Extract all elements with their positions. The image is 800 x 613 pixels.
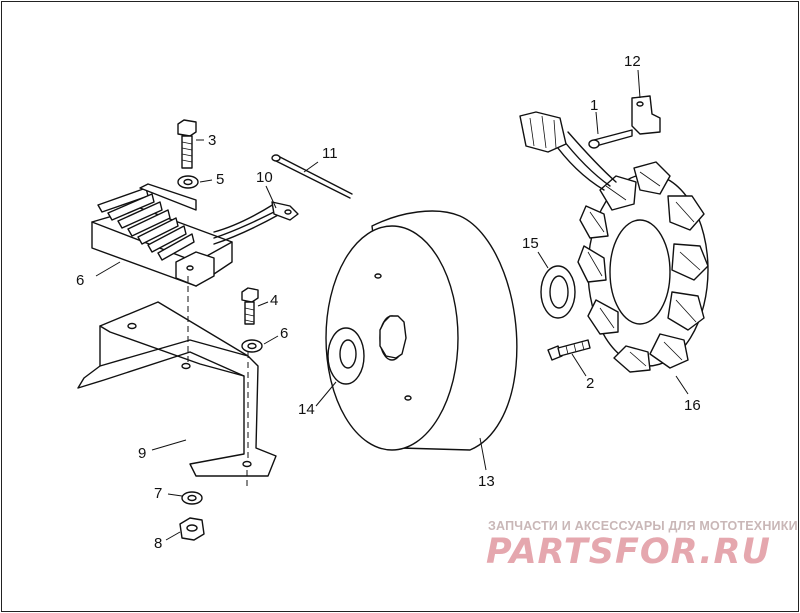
- voltage-regulator: [91, 183, 281, 287]
- label-part-7: 7: [154, 485, 162, 502]
- label-part-1: 1: [590, 97, 598, 114]
- label-part-10: 10: [256, 169, 273, 186]
- label-part-8: 8: [154, 535, 162, 552]
- stator: [519, 111, 709, 373]
- label-part-13: 13: [478, 473, 495, 490]
- mounting-bracket: [77, 276, 277, 490]
- clamp-screw: [588, 129, 633, 149]
- wire-terminal: [271, 201, 299, 221]
- lock-washer-7: [181, 491, 203, 505]
- label-part-6-regulator: 6: [76, 272, 84, 289]
- bolt-bracket: [241, 287, 259, 325]
- label-part-4: 4: [270, 292, 278, 309]
- alternator-rotor: [325, 210, 518, 451]
- lock-washer-6: [241, 339, 263, 353]
- lock-washer-5: [177, 175, 199, 189]
- watermark-logo: PARTSFOR.RU: [486, 532, 771, 572]
- leader-lines: [95, 69, 689, 541]
- label-part-3: 3: [208, 132, 216, 149]
- part-number-labels: 1 2 3 4 5 6 6 7 8 9 10 11 12 13 14 15 16: [76, 53, 701, 552]
- label-part-15: 15: [522, 235, 539, 252]
- label-part-14: 14: [298, 401, 315, 418]
- wire-clamp: [631, 95, 661, 135]
- stator-spacer: [540, 265, 576, 319]
- label-part-5: 5: [216, 171, 224, 188]
- watermark-tagline: ЗАПЧАСТИ И АКСЕССУАРЫ ДЛЯ МОТОТЕХНИКИ: [488, 519, 798, 533]
- rotor-spacer: [327, 327, 365, 385]
- stator-screw: [547, 339, 591, 361]
- label-part-16: 16: [684, 397, 701, 414]
- label-part-9: 9: [138, 445, 146, 462]
- hex-nut: [179, 517, 205, 541]
- label-part-12: 12: [624, 53, 641, 70]
- bolt-regulator: [177, 119, 197, 169]
- label-part-11: 11: [322, 145, 338, 162]
- label-part-6-washer: 6: [280, 325, 288, 342]
- label-part-2: 2: [586, 375, 594, 392]
- cable-strap: [271, 154, 353, 199]
